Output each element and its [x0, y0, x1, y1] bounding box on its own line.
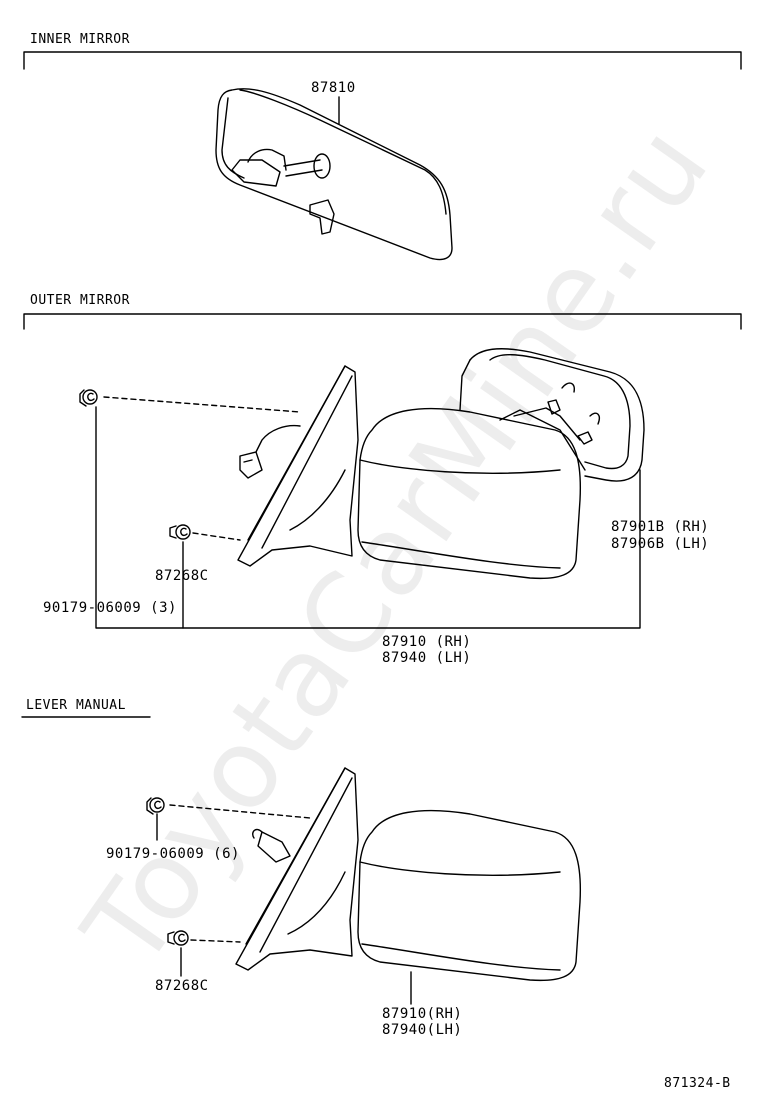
lever-screw-icon	[146, 797, 165, 815]
part-label-outer-glass-rh: 87901B (RH)	[611, 519, 710, 535]
part-label-outer-assy-rh: 87910 (RH)	[382, 634, 472, 650]
part-label-lever-screw: 90179-06009 (6)	[106, 846, 240, 862]
part-label-outer-assy-lh: 87940 (LH)	[382, 650, 472, 666]
part-label-outer-screw: 90179-06009 (3)	[43, 600, 177, 616]
part-label-outer-clip: 87268C	[155, 568, 209, 584]
outer-mirror-housing	[357, 407, 586, 580]
outer-mirror-bracket	[23, 313, 742, 330]
outer-screw-icon	[79, 389, 98, 407]
inner-mirror-bracket	[23, 51, 742, 70]
lever-handle	[252, 828, 291, 863]
lever-leaders	[156, 804, 412, 1005]
section-title-lever-manual: LEVER MANUAL	[26, 698, 126, 713]
lever-clip-icon	[167, 930, 189, 946]
section-title-inner-mirror: INNER MIRROR	[30, 32, 130, 47]
diagram-code: 871324-B	[664, 1076, 731, 1091]
part-label-lever-clip: 87268C	[155, 978, 209, 994]
outer-clip-icon	[169, 524, 191, 540]
outer-mirror-base	[237, 365, 359, 567]
part-label-lever-assy-lh: 87940(LH)	[382, 1022, 463, 1038]
part-label-inner-mirror: 87810	[311, 80, 356, 96]
part-label-outer-glass-lh: 87906B (LH)	[611, 536, 710, 552]
part-label-lever-assy-rh: 87910(RH)	[382, 1006, 463, 1022]
outer-mirror-connector	[239, 424, 301, 479]
section-title-outer-mirror: OUTER MIRROR	[30, 293, 130, 308]
lever-mirror-housing	[357, 809, 582, 982]
outer-leaders	[95, 396, 641, 629]
outer-mirror-glass	[459, 348, 645, 482]
inner-mirror-drawing	[215, 88, 453, 261]
lever-mirror-base	[235, 767, 359, 971]
